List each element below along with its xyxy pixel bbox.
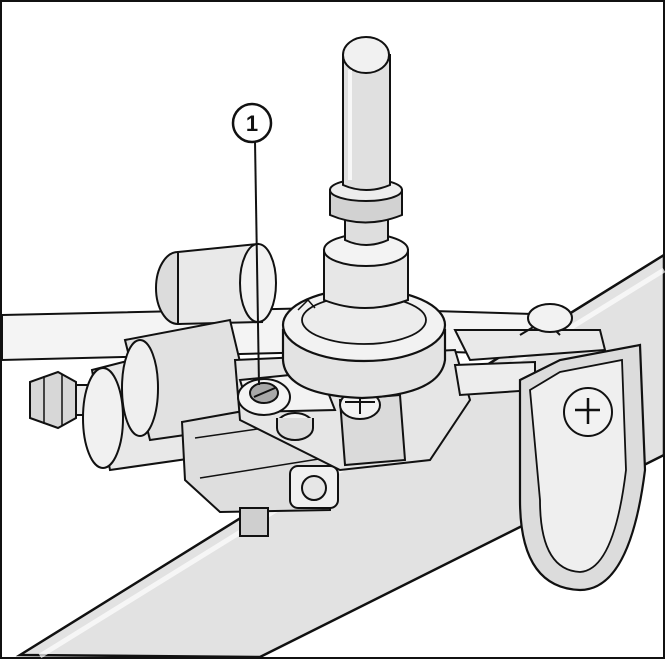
adjustment-screw: [237, 378, 291, 416]
rear-fitting: [155, 242, 277, 326]
spindle: [342, 54, 391, 191]
plug-cap: [276, 412, 314, 441]
pipe-clamp: [453, 303, 647, 592]
callout-bubble: [231, 102, 273, 144]
callout-1: 1: [231, 102, 273, 386]
callout-leader: [254, 140, 260, 386]
stem-assembly: [323, 36, 409, 309]
callout-label: 1: [246, 111, 258, 136]
lower-bolt-head: [301, 475, 327, 501]
